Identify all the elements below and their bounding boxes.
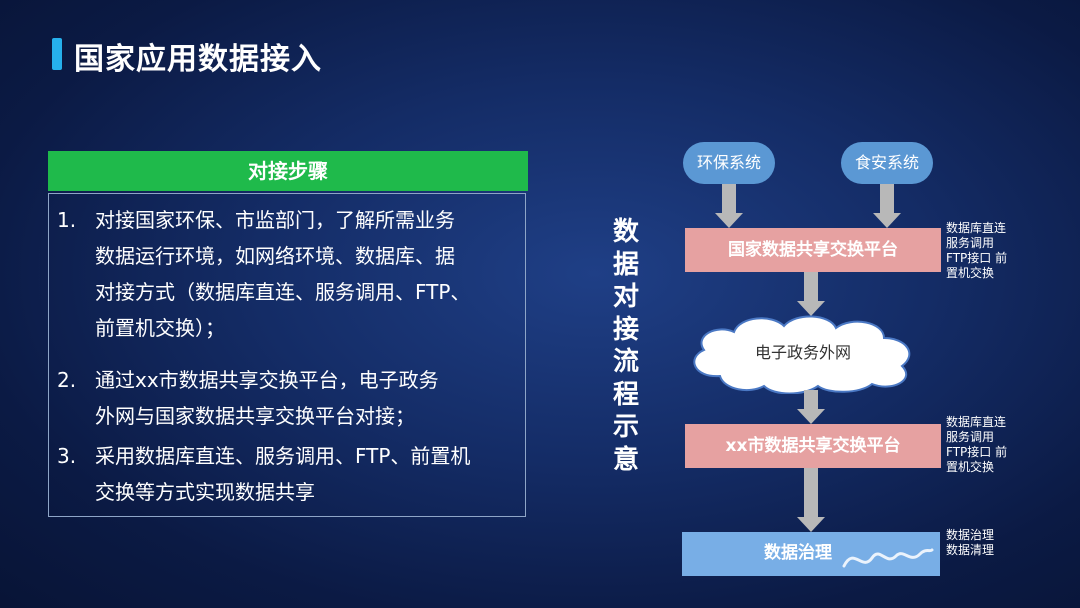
arrow-down-icon bbox=[797, 272, 825, 316]
source-node-food: 食安系统 bbox=[841, 142, 933, 184]
diagram-vertical-label: 数 据 对 接 流 程 示 意 bbox=[604, 216, 648, 476]
cloud-label: 电子政务外网 bbox=[754, 343, 851, 362]
arrow-down-icon bbox=[715, 184, 743, 228]
source-node-env: 环保系统 bbox=[683, 142, 775, 184]
vlabel-char: 流 bbox=[612, 347, 639, 377]
step-text: 采用数据库直连、服务调用、FTP、前置机 交换等方式实现数据共享 bbox=[95, 438, 515, 510]
arrow-down-icon bbox=[797, 468, 825, 532]
note-line: FTP接口 前 bbox=[946, 251, 1008, 265]
step-line: 数据运行环境，如网络环境、数据库、据 bbox=[95, 244, 455, 268]
step-line: 交换等方式实现数据共享 bbox=[95, 480, 315, 504]
bottom-side-note: 数据治理 数据清理 bbox=[946, 528, 994, 558]
city-platform-node: xx市数据共享交换平台 bbox=[685, 424, 941, 468]
arrow-down-icon bbox=[797, 390, 825, 424]
page-title: 国家应用数据接入 bbox=[74, 42, 322, 77]
step-number: 1. bbox=[57, 208, 77, 232]
step-text: 通过xx市数据共享交换平台，电子政务 外网与国家数据共享交换平台对接； bbox=[95, 362, 515, 434]
note-line: 数据清理 bbox=[946, 543, 995, 557]
note-line: 置机交换 bbox=[946, 266, 995, 280]
step-line: 采用数据库直连、服务调用、FTP、前置机 bbox=[95, 444, 471, 468]
step-line: 对接国家环保、市监部门，了解所需业务 bbox=[95, 208, 455, 232]
step-line: 对接方式（数据库直连、服务调用、FTP、 bbox=[95, 280, 471, 304]
national-side-note: 数据库直连 服务调用 FTP接口 前 置机交换 bbox=[946, 221, 1007, 281]
note-line: 数据库直连 bbox=[946, 221, 1007, 235]
note-line: 数据库直连 bbox=[946, 415, 1007, 429]
vlabel-char: 数 bbox=[612, 217, 639, 247]
note-line: 服务调用 bbox=[946, 236, 995, 250]
arrow-down-icon bbox=[873, 184, 901, 228]
vlabel-char: 接 bbox=[612, 314, 639, 345]
vlabel-char: 据 bbox=[612, 249, 639, 280]
watermark-scribble-icon bbox=[842, 548, 934, 568]
title-accent-bar bbox=[52, 38, 62, 70]
vlabel-char: 程 bbox=[612, 379, 639, 410]
step-number: 2. bbox=[57, 368, 77, 392]
vlabel-char: 意 bbox=[612, 444, 639, 475]
vlabel-char: 示 bbox=[612, 412, 639, 442]
note-line: 服务调用 bbox=[946, 430, 995, 444]
step-number: 3. bbox=[57, 444, 77, 468]
city-side-note: 数据库直连 服务调用 FTP接口 前 置机交换 bbox=[946, 415, 1007, 475]
note-line: FTP接口 前 bbox=[946, 445, 1008, 459]
note-line: 数据治理 bbox=[946, 528, 995, 542]
step-line: 外网与国家数据共享交换平台对接； bbox=[95, 404, 415, 428]
step-line: 通过xx市数据共享交换平台，电子政务 bbox=[95, 368, 439, 392]
data-governance-label: 数据治理 bbox=[764, 543, 832, 563]
step-text: 对接国家环保、市监部门，了解所需业务 数据运行环境，如网络环境、数据库、据 对接… bbox=[95, 202, 515, 346]
note-line: 置机交换 bbox=[946, 460, 995, 474]
steps-box: 1. 对接国家环保、市监部门，了解所需业务 数据运行环境，如网络环境、数据库、据… bbox=[48, 193, 526, 517]
steps-heading: 对接步骤 bbox=[48, 151, 528, 191]
step-line: 前置机交换）； bbox=[95, 316, 225, 340]
national-platform-node: 国家数据共享交换平台 bbox=[685, 228, 941, 272]
vlabel-char: 对 bbox=[612, 282, 639, 312]
